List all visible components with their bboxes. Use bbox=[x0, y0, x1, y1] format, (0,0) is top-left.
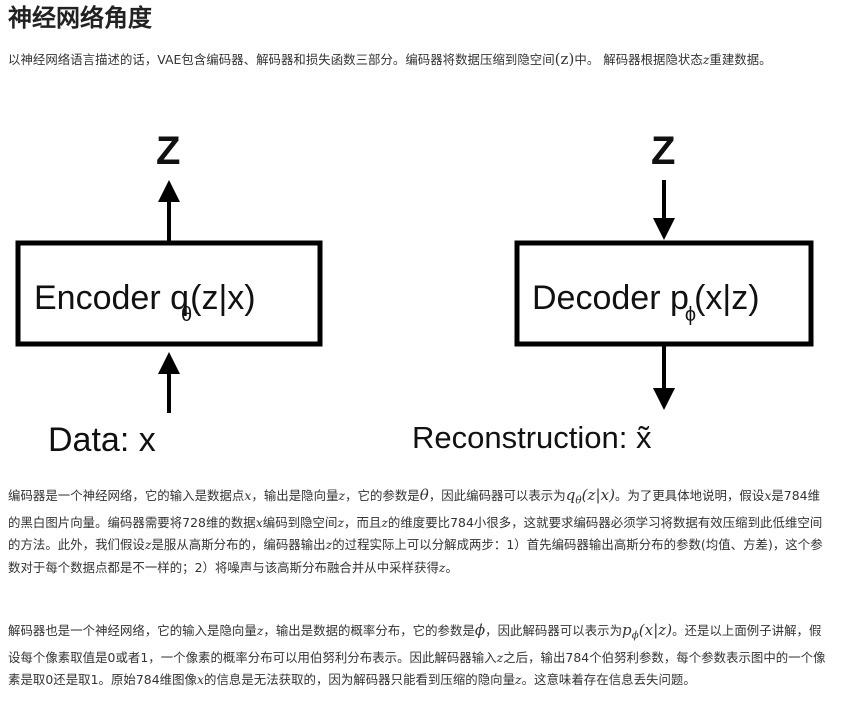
decoder-input-label: Z bbox=[651, 129, 675, 173]
decoder-paragraph: 解码器也是一个神经网络，它的输入是隐向量z，输出是数据的概率分布，它的参数是ϕ，… bbox=[8, 619, 830, 692]
encoder-box bbox=[15, 240, 323, 347]
x-symbol: x bbox=[244, 488, 252, 503]
latent-space-symbol: (z) bbox=[554, 50, 575, 68]
decoder-text-2: ，输出是数据的概率分布，它的参数是 bbox=[263, 623, 475, 638]
encoder-text-2: ，输出是隐向量 bbox=[251, 488, 339, 503]
decoder-output-label: Reconstruction: x̃ bbox=[412, 420, 652, 455]
intro-paragraph: 以神经网络语言描述的话，VAE包含编码器、解码器和损失函数三部分。编码器将数据压… bbox=[8, 48, 830, 72]
z-symbol: z bbox=[438, 559, 446, 575]
encoder-paragraph: 编码器是一个神经网络，它的输入是数据点x，输出是隐向量z，它的参数是θ，因此编码… bbox=[8, 484, 830, 579]
decoder-text-1: 解码器也是一个神经网络，它的输入是隐向量 bbox=[8, 623, 257, 638]
z-symbol: z bbox=[325, 537, 333, 553]
intro-text-2: 中。 解码器根据隐状态 bbox=[574, 52, 703, 67]
z-symbol: z bbox=[496, 649, 504, 665]
encoder-input-arrow-head bbox=[158, 352, 180, 374]
x-symbol: x bbox=[764, 488, 772, 503]
decoder-input-arrow-head bbox=[653, 218, 675, 240]
z-symbol: z bbox=[515, 672, 522, 688]
encoder-text-7: 编码到隐空间 bbox=[262, 514, 338, 530]
encoder-output-arrow-head bbox=[158, 180, 180, 202]
decoder-text-7: 。这意味着存在信息丢失问题。 bbox=[521, 672, 696, 688]
p-args: (x|z) bbox=[638, 621, 673, 639]
intro-text-3: 重建数据。 bbox=[709, 52, 772, 67]
z-symbol: z bbox=[144, 537, 152, 553]
x-symbol: x bbox=[255, 514, 263, 530]
encoder-text-8: ，而且 bbox=[344, 514, 382, 530]
encoder-text-5: 。为了更具体地说明，假设 bbox=[615, 488, 765, 503]
q-subscript: θ bbox=[575, 494, 582, 507]
encoder-args: (z|x) bbox=[190, 279, 255, 317]
encoder-subscript: θ bbox=[181, 304, 192, 326]
z-symbol: z bbox=[337, 514, 345, 530]
encoder-input-label: Data: x bbox=[48, 421, 156, 459]
q-args: (z|x) bbox=[581, 486, 616, 504]
encoder-text-11: 的过程实际上可以分解成两步：1）首先编码器输出高斯分布的参数(均值、方差)，这个… bbox=[8, 537, 823, 575]
decoder-text-5: 之后，输出784个伯努利参数，每个参数表示图中的一个像素是取0还是取1。原始78… bbox=[8, 649, 826, 688]
decoder-box bbox=[514, 240, 814, 347]
p-subscript: ϕ bbox=[631, 629, 639, 642]
decoder-subscript: ϕ bbox=[685, 304, 696, 326]
decoder-text-3: ，因此解码器可以表示为 bbox=[485, 623, 623, 638]
p-symbol: p bbox=[622, 621, 632, 639]
decoder-text-4: 。还是以上面例子讲解，假设每个像素取值是0或者1，一个像素的概率分布可以用伯努利… bbox=[8, 623, 822, 665]
decoder-text-6: 的信息是无法获取的，因为解码器只能看到压缩的隐向量 bbox=[204, 672, 516, 688]
section-title: 神经网络角度 bbox=[8, 4, 152, 32]
decoder-output-arrow-head bbox=[653, 388, 675, 410]
encoder-text-1: 编码器是一个神经网络，它的输入是数据点 bbox=[8, 488, 245, 503]
phi-symbol: ϕ bbox=[474, 621, 486, 639]
vae-diagram: Z Encoder qθ(z|x) Data: x Z Decoder pϕ(x… bbox=[15, 129, 814, 459]
z-symbol: z bbox=[338, 488, 346, 503]
intro-text-1: 以神经网络语言描述的话，VAE包含编码器、解码器和损失函数三部分。编码器将数据压… bbox=[8, 52, 555, 67]
encoder-text: Encoder q bbox=[34, 279, 189, 317]
z-symbol: z bbox=[381, 514, 388, 530]
q-symbol: q bbox=[565, 486, 576, 504]
encoder-text-3: ，它的参数是 bbox=[345, 488, 420, 503]
latent-z-symbol: z bbox=[702, 52, 710, 67]
encoder-text-9: 的维度要比784小很多，这就要求编码器必须学习将数据有效压缩到此低维空间的方法。… bbox=[8, 514, 823, 553]
encoder-text-12: 。 bbox=[445, 559, 458, 575]
decoder-label: Decoder pϕ(x|z) bbox=[532, 279, 760, 326]
theta-symbol: θ bbox=[419, 486, 429, 504]
decoder-args: (x|z) bbox=[694, 279, 759, 317]
encoder-text-4: ，因此编码器可以表示为 bbox=[428, 488, 566, 503]
encoder-output-label: Z bbox=[156, 129, 180, 173]
encoder-text-6: 是784维的黑白图片向量。编码器需要将728维的数据 bbox=[8, 488, 821, 530]
x-symbol: x bbox=[196, 672, 205, 688]
encoder-text-10: 是服从高斯分布的，编码器输出 bbox=[151, 537, 326, 553]
encoder-label: Encoder qθ(z|x) bbox=[34, 279, 256, 326]
decoder-text: Decoder p bbox=[532, 279, 689, 317]
z-symbol: z bbox=[256, 623, 264, 638]
